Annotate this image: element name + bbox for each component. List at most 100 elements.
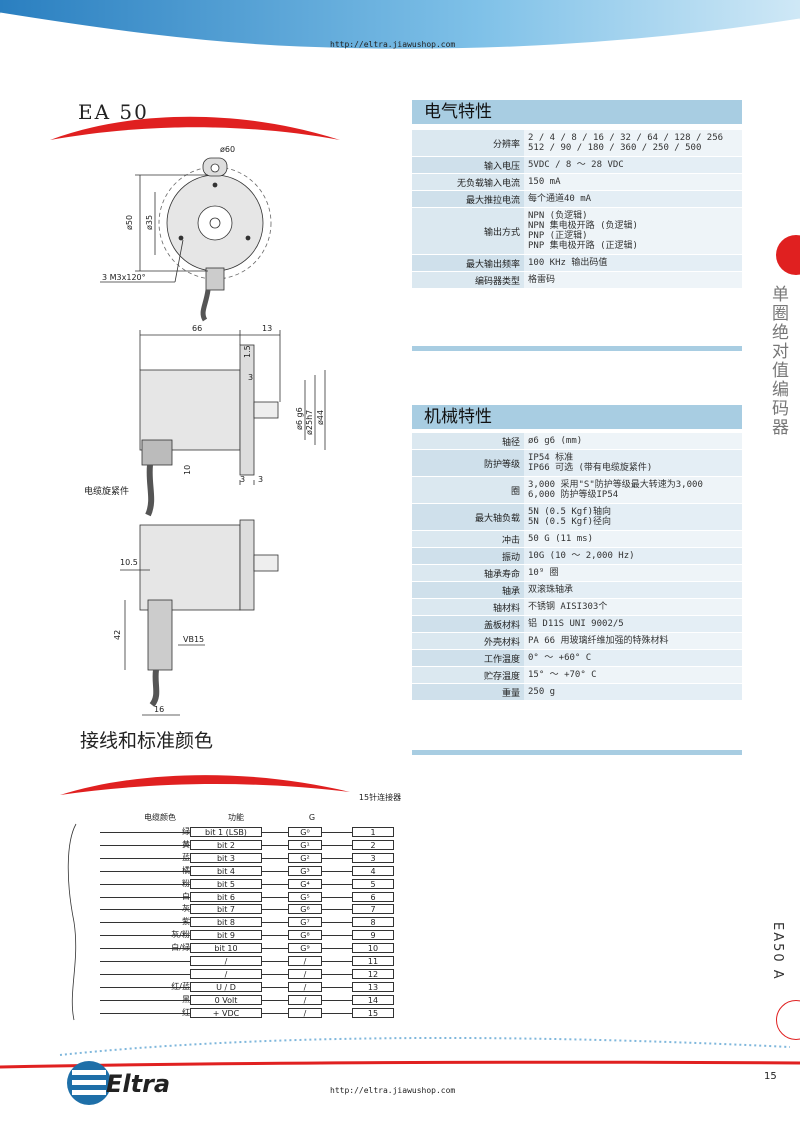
mechanical-key: 工作温度 xyxy=(412,649,524,667)
wire-g: G⁴ xyxy=(288,878,322,889)
wire-line xyxy=(322,935,352,937)
dim-dia44: ø44 xyxy=(316,410,325,425)
mechanical-value: 铝 D11S UNI 9002/5 xyxy=(524,615,742,633)
wire-line xyxy=(322,883,352,885)
wire-g: G³ xyxy=(288,865,322,876)
wire-function: bit 2 xyxy=(190,839,262,850)
wire-function: bit 4 xyxy=(190,865,262,876)
side-title: 单圈绝对值编码器 xyxy=(768,285,788,437)
mechanical-key: 最大轴负载 xyxy=(412,503,524,531)
wire-color: 灰/粉 xyxy=(171,930,190,940)
model-title: EA 50 xyxy=(78,100,149,124)
electrical-value: 2 / 4 / 8 / 16 / 32 / 64 / 128 / 256 512… xyxy=(524,130,742,157)
wire-line xyxy=(262,986,288,988)
wire-g: / xyxy=(288,1007,322,1018)
wire-color: 黑 xyxy=(182,994,190,1004)
mechanical-row: 贮存温度 15° ～ +70° C xyxy=(412,666,742,684)
wire-line xyxy=(262,961,288,962)
wire-line xyxy=(262,832,288,833)
mechanical-key: 轴承 xyxy=(412,581,524,599)
wire-line xyxy=(262,922,288,924)
electrical-key: 最大推拉电流 xyxy=(412,190,524,208)
model-swoosh xyxy=(50,116,340,140)
header-color: 电缆颜色 xyxy=(144,813,176,822)
wire-color: 紫 xyxy=(182,917,190,927)
electrical-key: 输出方式 xyxy=(412,207,524,255)
electrical-row: 编码器类型格雷码 xyxy=(412,271,742,289)
mechanical-value: 250 g xyxy=(524,683,742,701)
wire-line xyxy=(262,896,288,898)
dim-vb15: VB15 xyxy=(183,635,204,644)
mechanical-key: 重量 xyxy=(412,683,524,701)
wire-function: bit 10 xyxy=(190,943,262,954)
wire-function: + VDC xyxy=(190,1007,262,1018)
footer-url[interactable]: http://eltra.jiawushop.com xyxy=(330,1086,456,1095)
wire-line xyxy=(100,922,190,924)
electrical-value: 150 mA xyxy=(524,173,742,191)
dim-3c: 3 xyxy=(258,475,263,484)
wire-function: bit 3 xyxy=(190,852,262,863)
wire-line xyxy=(262,935,288,937)
wire-color: 红 xyxy=(182,1007,190,1017)
wire-line xyxy=(100,909,190,911)
wire-line xyxy=(322,832,352,833)
wire-color: 橘 xyxy=(182,865,190,875)
mechanical-value: 5N (0.5 Kgf)轴向 5N (0.5 Kgf)径向 xyxy=(524,503,742,531)
electrical-key: 输入电压 xyxy=(412,156,524,174)
mechanical-value: 50 G (11 ms) xyxy=(524,530,742,548)
side-tab-top xyxy=(776,235,800,275)
encoder-drawing: ø60 ø50 ø35 3 M3x120° 66 13 1.5 3 ø6 g6 … xyxy=(100,145,326,716)
wire-pin: 14 xyxy=(352,994,394,1005)
wire-pin: 5 xyxy=(352,878,394,889)
cable-gland-label: 电缆旋紧件 xyxy=(84,487,130,497)
wire-pin: 12 xyxy=(352,968,394,979)
wire-line xyxy=(262,844,288,846)
wire-line xyxy=(322,948,352,950)
side-tab-bottom xyxy=(776,1000,800,1040)
wire-pin: 9 xyxy=(352,930,394,941)
wire-line xyxy=(100,961,190,962)
mechanical-key: 振动 xyxy=(412,547,524,565)
wire-color: 粉 xyxy=(182,878,190,888)
dim-dia25: ø25h7 xyxy=(305,410,314,435)
wiring-swoosh xyxy=(60,775,350,795)
header-url[interactable]: http://eltra.jiawushop.com xyxy=(330,40,456,49)
wire-line xyxy=(100,870,190,872)
wire-function: bit 7 xyxy=(190,904,262,915)
wire-function: 0 Volt xyxy=(190,994,262,1005)
wire-line xyxy=(322,896,352,898)
electrical-key: 编码器类型 xyxy=(412,271,524,289)
wire-line xyxy=(100,896,190,898)
mechanical-key: 冲击 xyxy=(412,530,524,548)
wire-g: G⁰ xyxy=(288,827,322,837)
header-function: 功能 xyxy=(228,813,244,822)
mechanical-value: 双滚珠轴承 xyxy=(524,581,742,599)
eltra-logo-text: Eltra xyxy=(106,1070,171,1098)
connector-label: 15针连接器 xyxy=(358,793,402,802)
wire-line xyxy=(322,922,352,924)
wire-pin: 13 xyxy=(352,981,394,992)
dim-dia60: ø60 xyxy=(220,145,235,154)
wire-g: G⁷ xyxy=(288,917,322,928)
wiring-title: 接线和标准颜色 xyxy=(80,730,214,752)
wire-color: 白/绿 xyxy=(171,943,190,953)
mechanical-key: 外壳材料 xyxy=(412,632,524,650)
wire-line xyxy=(100,999,190,1001)
mechanical-title: 机械特性 xyxy=(412,405,742,429)
wire-line xyxy=(262,870,288,872)
wire-line xyxy=(262,1012,288,1014)
mechanical-key: 轴径 xyxy=(412,433,524,450)
mechanical-value: ø6 g6 (mm) xyxy=(524,433,742,450)
mechanical-row: 轴承双滚珠轴承 xyxy=(412,581,742,599)
wire-pin: 6 xyxy=(352,891,394,902)
dim-screws: 3 M3x120° xyxy=(102,273,146,282)
wire-pin: 3 xyxy=(352,852,394,863)
